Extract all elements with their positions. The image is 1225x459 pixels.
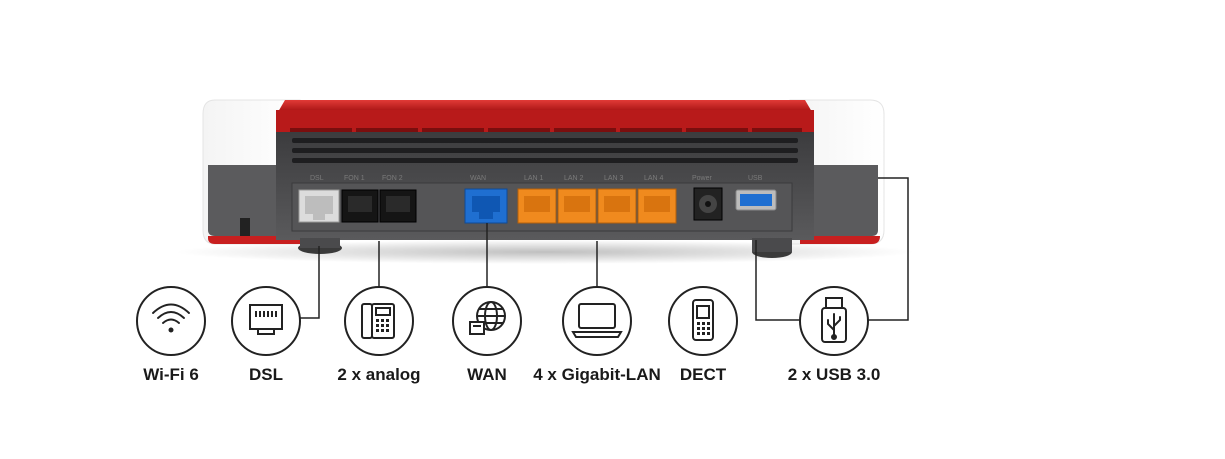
port-label-lan1: LAN 1 [524,175,544,182]
lan3-port [597,188,637,224]
wifi-icon [152,303,190,333]
lan4-port [637,188,677,224]
port-label-dsl: DSL [310,175,324,182]
telephone-icon [361,303,395,339]
port-label-lan2: LAN 2 [564,175,584,182]
globe-icon [469,301,506,335]
port-label-usb: USB [748,175,763,182]
wifi-icon-circle [136,286,206,356]
port-label-wan: WAN [470,175,486,182]
feature-label-wan: WAN [467,365,507,384]
wan-port [464,188,508,224]
fon2-port [379,189,417,223]
wan-icon-circle [452,286,522,356]
feature-label-dsl: DSL [249,365,283,384]
port-label-lan4: LAN 4 [644,175,664,182]
feature-label-usb: 2 x USB 3.0 [787,365,881,384]
feature-label-dect: DECT [679,365,727,384]
port-label-lan3: LAN 3 [604,175,624,182]
lan1-port [517,188,557,224]
power-port [693,187,723,221]
port-label-power: Power [692,175,713,182]
dsl-port [298,189,340,223]
lan2-port [557,188,597,224]
dsl-icon-circle [231,286,301,356]
usb-port [735,189,777,211]
port-label-fon2: FON 2 [382,175,403,182]
fon1-port [341,189,379,223]
feature-label-wifi: Wi-Fi 6 [143,365,199,384]
usb-stick-icon [821,297,847,343]
ethernet-port-icon [249,304,283,335]
dect-phone-icon [692,299,714,341]
connector-lines [299,177,909,321]
port-label-fon1: FON 1 [344,175,365,182]
feature-label-lan: 4 x Gigabit-LAN [533,365,661,384]
laptop-icon [571,303,623,338]
lan-icon-circle [562,286,632,356]
feature-label-analog: 2 x analog [337,365,421,384]
dect-icon-circle [668,286,738,356]
